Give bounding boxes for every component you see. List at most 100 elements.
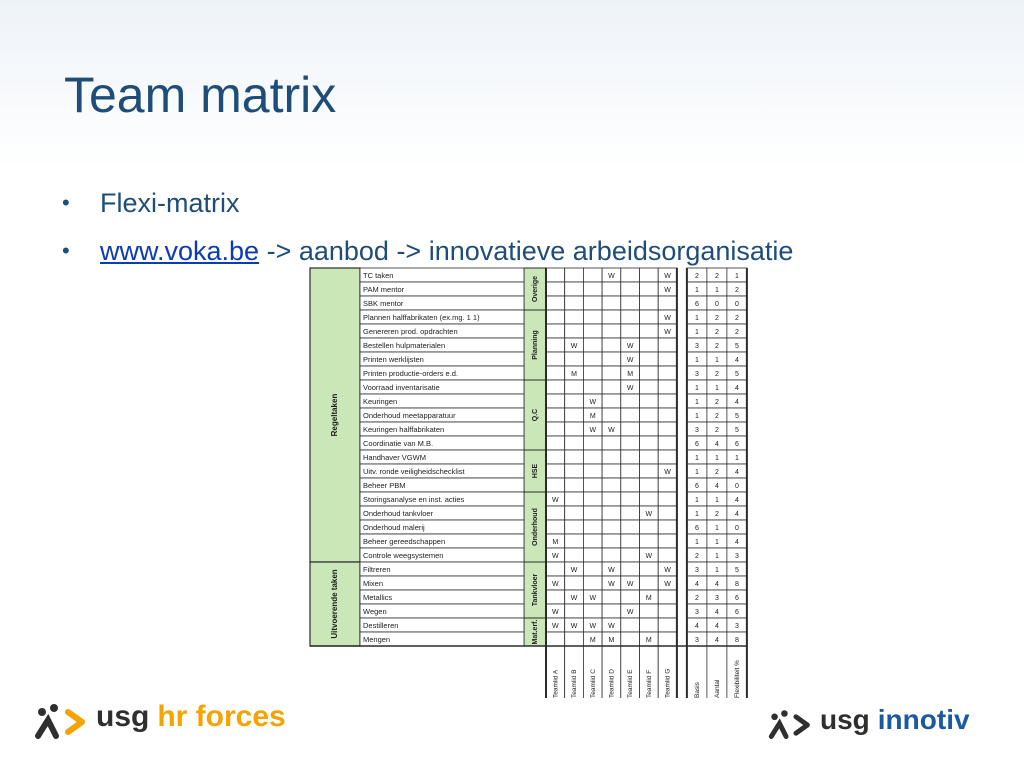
matrix-cell (639, 365, 659, 381)
matrix-mark: W (627, 343, 634, 350)
matrix-cell (582, 561, 603, 577)
matrix-cell (601, 589, 622, 605)
matrix-cell (545, 295, 566, 311)
page-title: Team matrix (64, 67, 337, 123)
matrix-mark: W (664, 329, 671, 336)
matrix-cell (601, 295, 622, 311)
matrix-cell (601, 393, 622, 409)
summary-value: 1 (695, 497, 699, 504)
logo-mark-icon (35, 703, 85, 739)
matrix-cell (601, 365, 622, 381)
matrix-mark: W (571, 595, 578, 602)
summary-value: 3 (695, 609, 699, 616)
task-label: Mixen (363, 579, 383, 588)
matrix-cell (620, 435, 640, 451)
matrix-cell (601, 449, 622, 465)
matrix-mark: M (552, 539, 558, 546)
matrix-cell (657, 589, 678, 605)
summary-value: 2 (715, 371, 719, 378)
matrix-cell (564, 491, 584, 507)
summary-value: 1 (695, 385, 699, 392)
summary-value: 4 (695, 581, 699, 588)
matrix-cell (601, 337, 622, 353)
summary-value: 1 (735, 273, 739, 280)
matrix-cell (582, 267, 603, 283)
task-label: Coordinatie van M.B. (363, 439, 433, 448)
matrix-cell (545, 477, 566, 493)
matrix-cell (639, 281, 659, 297)
bullet-item: • Flexi-matrix (62, 184, 793, 232)
matrix-mark: W (571, 343, 578, 350)
matrix-mark: W (589, 399, 596, 406)
matrix-cell (582, 351, 603, 367)
matrix-cell (620, 449, 640, 465)
task-label: Onderhoud meetapparatuur (363, 411, 456, 420)
matrix-cell (601, 519, 622, 535)
matrix-cell (657, 393, 678, 409)
matrix-cell (620, 631, 640, 647)
bullet-text: -> aanbod -> innovatieve arbeidsorganisa… (259, 236, 794, 266)
matrix-cell (639, 351, 659, 367)
summary-value: 1 (715, 385, 719, 392)
matrix-cell (657, 295, 678, 311)
matrix-mark: W (608, 567, 615, 574)
matrix-cell (545, 631, 566, 647)
matrix-cell (564, 463, 584, 479)
matrix-cell (564, 281, 584, 297)
matrix-mark: W (664, 581, 671, 588)
summary-value: 1 (695, 539, 699, 546)
matrix-cell (639, 337, 659, 353)
matrix-cell (620, 617, 640, 633)
task-label: SBK mentor (363, 299, 404, 308)
matrix-cell (639, 295, 659, 311)
task-label: Handhaver VGWM (363, 453, 426, 462)
matrix-cell (620, 267, 640, 283)
matrix-cell (582, 309, 603, 325)
matrix-cell (620, 561, 640, 577)
matrix-cell (564, 407, 584, 423)
matrix-cell (564, 449, 584, 465)
summary-value: 2 (695, 273, 699, 280)
summary-value: 2 (715, 511, 719, 518)
summary-value: 3 (695, 637, 699, 644)
logo-mark-icon (768, 709, 810, 739)
voka-link[interactable]: www.voka.be (100, 236, 260, 266)
matrix-cell (657, 533, 678, 549)
summary-value: 5 (735, 567, 739, 574)
matrix-cell (657, 519, 678, 535)
matrix-cell (639, 533, 659, 549)
summary-value: 2 (715, 329, 719, 336)
summary-value: 3 (695, 427, 699, 434)
matrix-cell (639, 435, 659, 451)
summary-value: 4 (735, 497, 739, 504)
matrix-cell (620, 491, 640, 507)
matrix-cell (582, 463, 603, 479)
logo-text-hr-forces: hr forces (157, 700, 286, 733)
matrix-cell (582, 365, 603, 381)
matrix-cell (545, 393, 566, 409)
matrix-cell (582, 547, 603, 563)
summary-value: 4 (715, 623, 719, 630)
matrix-cell (564, 379, 584, 395)
summary-value: 1 (695, 287, 699, 294)
matrix-cell (657, 379, 678, 395)
matrix-cell (601, 547, 622, 563)
summary-value: 0 (735, 483, 739, 490)
matrix-cell (545, 449, 566, 465)
summary-value: 4 (695, 623, 699, 630)
task-label: Bestellen hulpmaterialen (363, 341, 445, 350)
matrix-mark: W (552, 609, 559, 616)
subgroup-label: Tankvloer (532, 573, 539, 606)
matrix-cell (582, 323, 603, 339)
summary-value: 1 (695, 357, 699, 364)
matrix-cell (545, 435, 566, 451)
matrix-cell (639, 449, 659, 465)
matrix-cell (657, 603, 678, 619)
matrix-cell (657, 337, 678, 353)
matrix-cell (657, 421, 678, 437)
matrix-cell (601, 505, 622, 521)
matrix-cell (564, 295, 584, 311)
matrix-mark: W (552, 497, 559, 504)
